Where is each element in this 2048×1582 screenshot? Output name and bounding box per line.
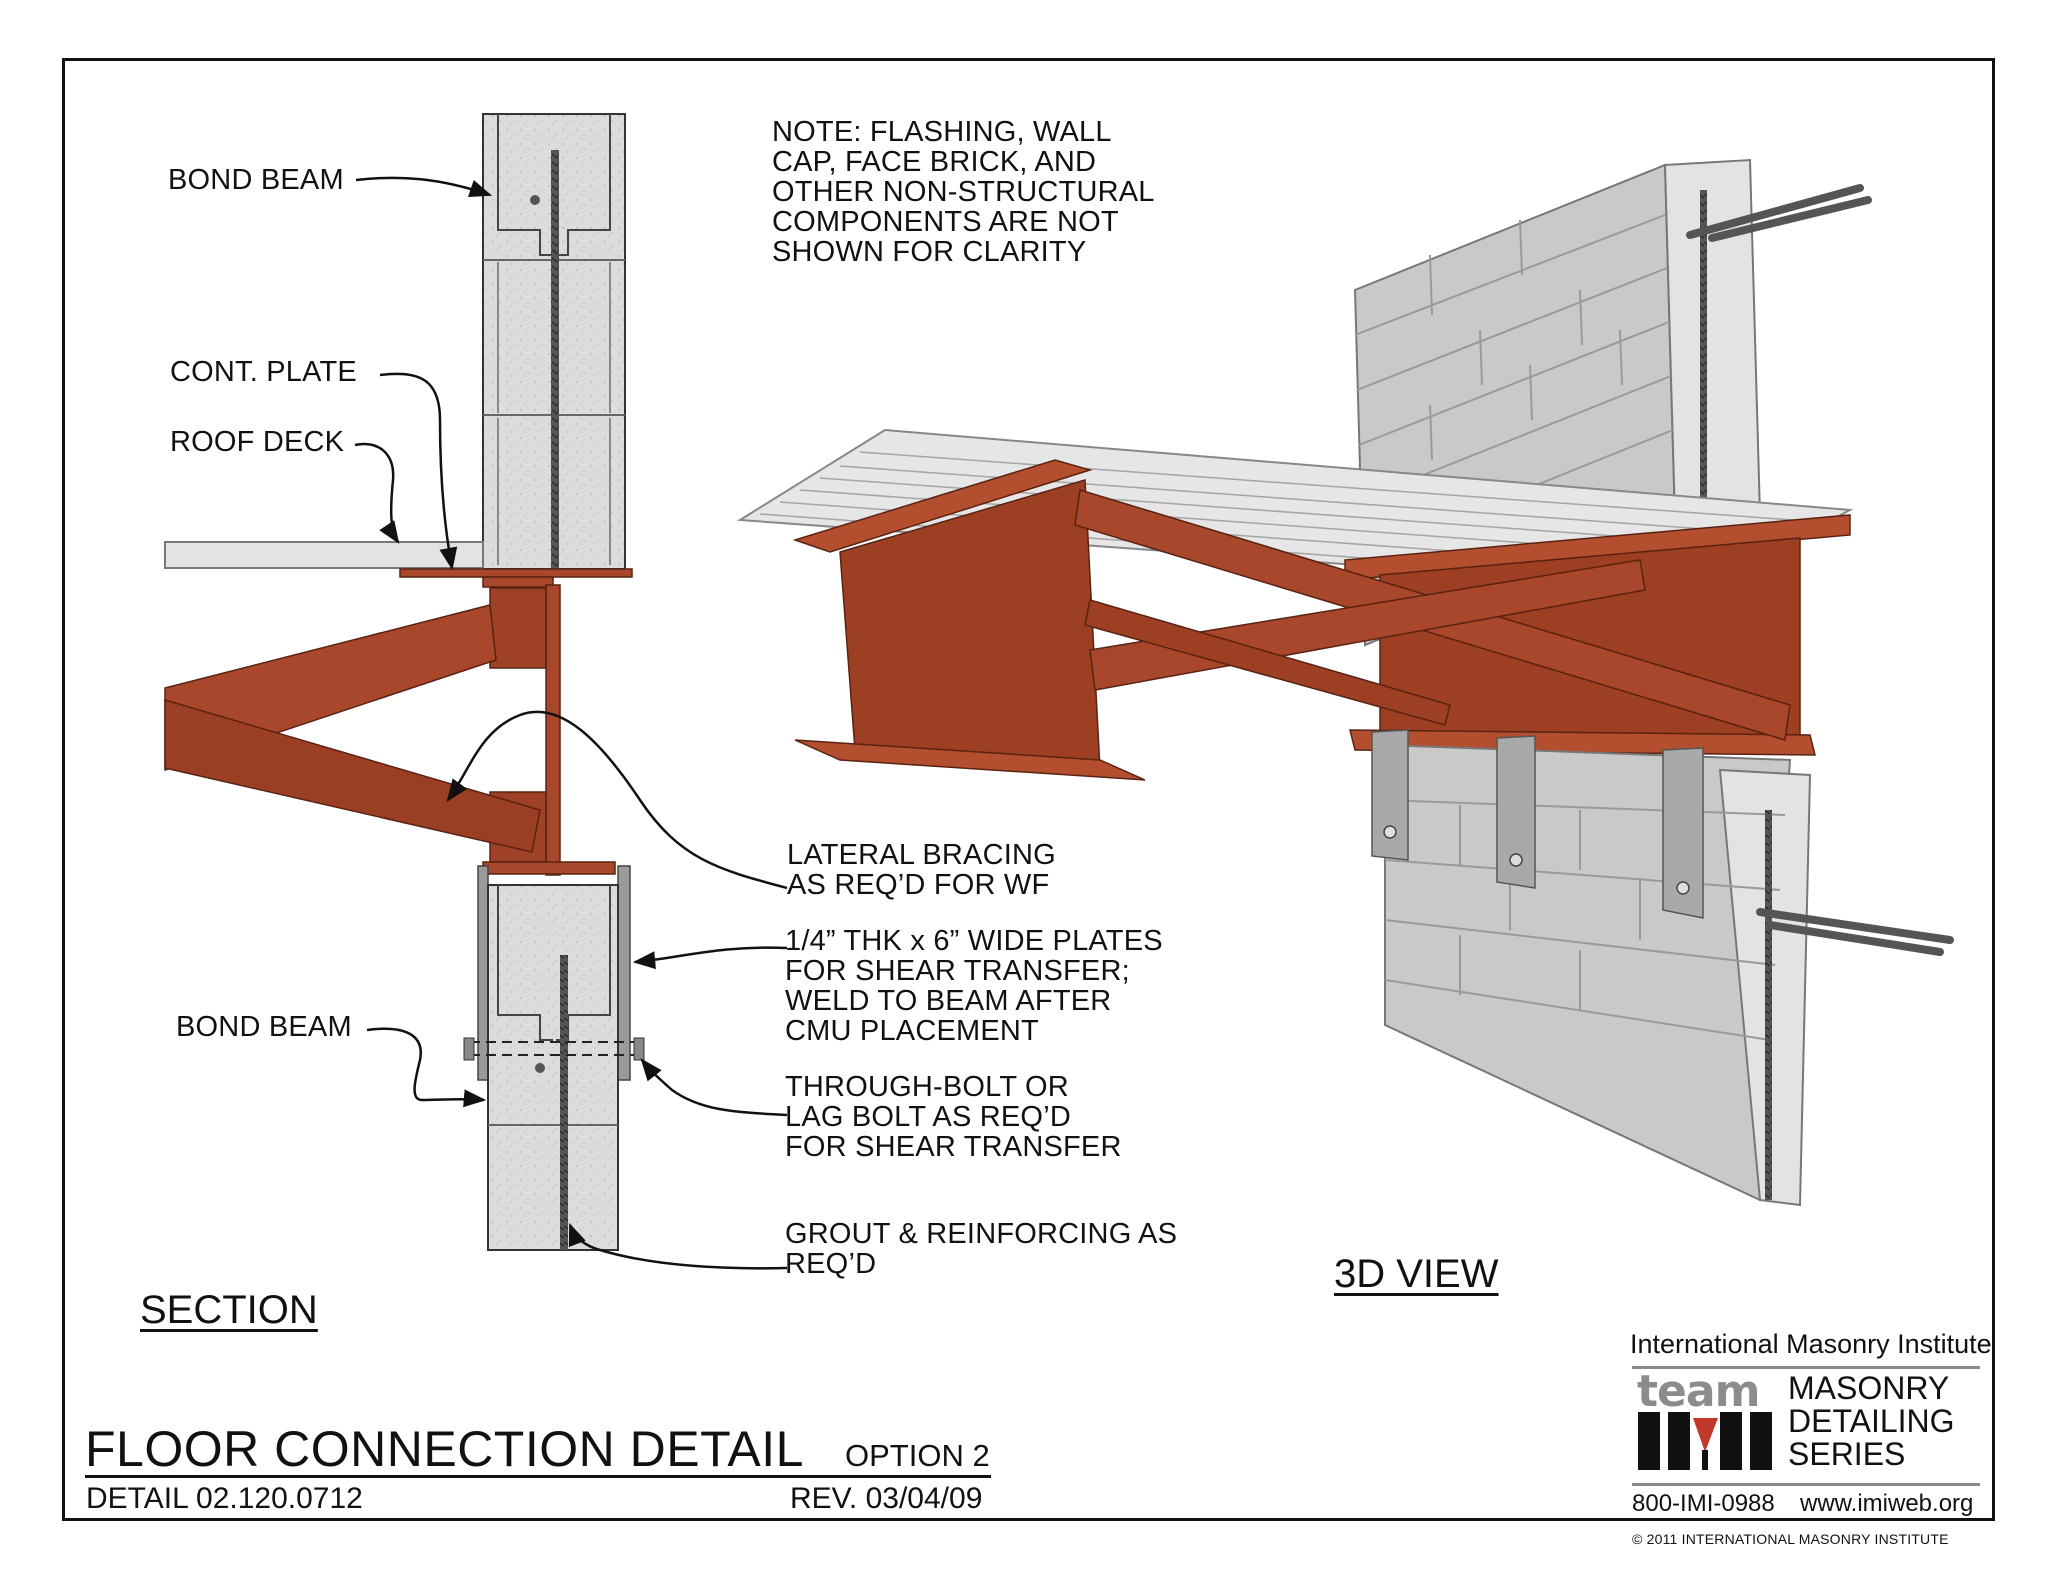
beam-stiffener-top bbox=[489, 587, 547, 669]
revision-date: REV. 03/04/09 bbox=[790, 1482, 983, 1515]
beam-bottom-flange bbox=[482, 861, 616, 875]
drawing-title: FLOOR CONNECTION DETAIL bbox=[85, 1421, 804, 1477]
beam-top-flange bbox=[482, 576, 554, 588]
upper-rebar bbox=[551, 150, 559, 569]
upper-bond-beam-outline bbox=[497, 114, 611, 256]
logo-rule-top bbox=[1632, 1366, 1980, 1369]
brace-3d-c bbox=[1084, 599, 1451, 726]
main-beam-3d-top bbox=[792, 459, 1093, 553]
beam-web bbox=[545, 584, 561, 876]
bolt-callout: THROUGH-BOLT OR LAG BOLT AS REQ’D FOR SH… bbox=[785, 1071, 1122, 1163]
series-name: MASONRY DETAILING SERIES bbox=[1788, 1370, 1955, 1472]
leader-lines bbox=[354, 176, 788, 1270]
option-label: OPTION 2 bbox=[845, 1438, 990, 1473]
shear-plate-right bbox=[617, 865, 631, 1081]
lower-rebar bbox=[560, 955, 568, 1250]
website-link[interactable]: www.imiweb.org bbox=[1800, 1490, 1974, 1517]
section-heading: SECTION bbox=[140, 1288, 318, 1332]
grout-callout: GROUT & REINFORCING AS REQ’D bbox=[785, 1218, 1178, 1280]
phone-number: 800-IMI-0988 bbox=[1632, 1490, 1775, 1517]
logo-rule-bottom bbox=[1632, 1483, 1980, 1486]
rebar-stub-lower bbox=[1756, 908, 1954, 944]
3d-view-heading: 3D VIEW bbox=[1334, 1252, 1499, 1296]
shear-plates-callout: 1/4” THK x 6” WIDE PLATES FOR SHEAR TRAN… bbox=[785, 925, 1163, 1047]
cont-plate-label: CONT. PLATE bbox=[170, 356, 357, 388]
roof-deck bbox=[164, 541, 484, 569]
rebar-stub-upper bbox=[1686, 184, 1864, 239]
continuous-plate bbox=[399, 568, 633, 578]
title-underline bbox=[85, 1475, 991, 1478]
copyright-notice: © 2011 INTERNATIONAL MASONRY INSTITUTE bbox=[1632, 1531, 1949, 1547]
bond-beam-label-top: BOND BEAM bbox=[168, 164, 344, 196]
shear-plate-left bbox=[477, 865, 489, 1081]
note-text: NOTE: FLASHING, WALL CAP, FACE BRICK, AN… bbox=[772, 116, 1155, 268]
lateral-bracing-callout: LATERAL BRACING AS REQ’D FOR WF bbox=[787, 839, 1056, 901]
lower-cmu-wall bbox=[487, 884, 619, 1251]
main-beam-3d-bottom bbox=[794, 739, 1146, 781]
imi-logo-icon bbox=[1638, 1412, 1772, 1470]
team-wordmark: team bbox=[1637, 1366, 1760, 1417]
organization-name: International Masonry Institute bbox=[1630, 1329, 1992, 1359]
drawing-border bbox=[62, 58, 1995, 1521]
detail-number: DETAIL 02.120.0712 bbox=[86, 1482, 363, 1515]
lateral-brace-lower bbox=[164, 698, 541, 853]
roof-deck-label: ROOF DECK bbox=[170, 426, 345, 458]
3d-view bbox=[736, 158, 1954, 1207]
section-view bbox=[164, 113, 645, 1251]
bond-beam-label-bottom: BOND BEAM bbox=[176, 1011, 352, 1043]
shear-plates-3d bbox=[1371, 729, 1704, 919]
